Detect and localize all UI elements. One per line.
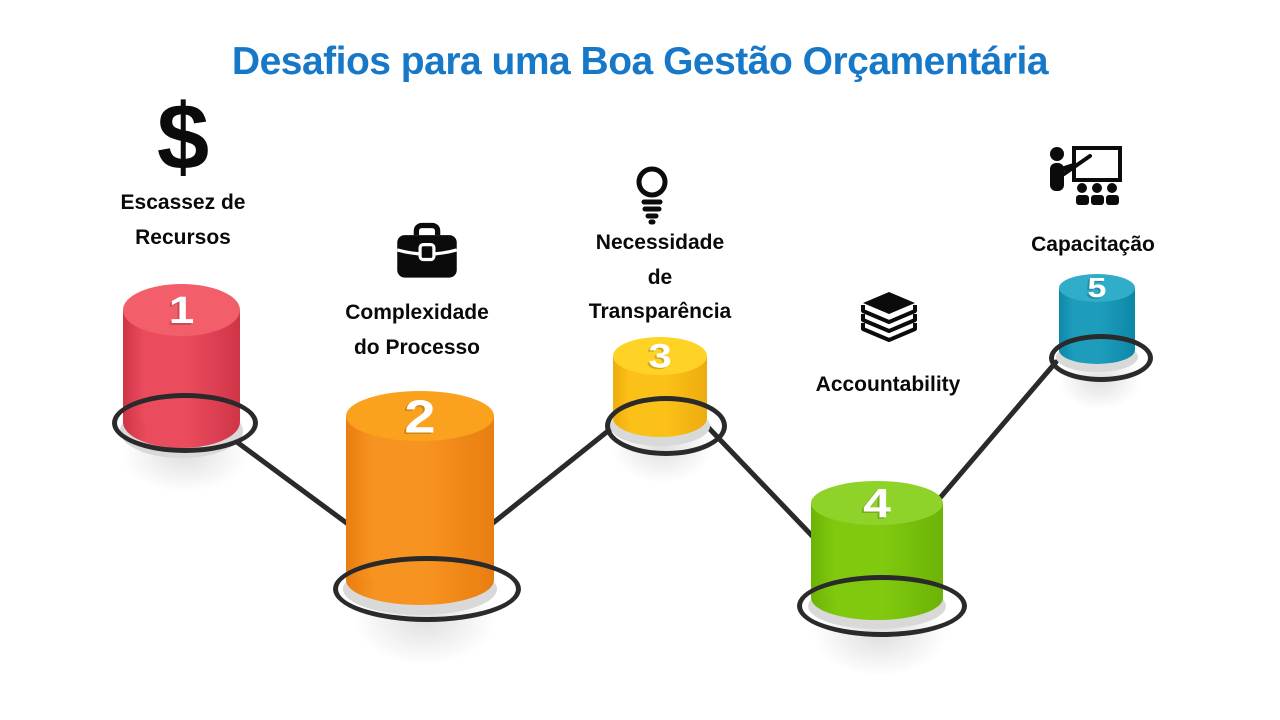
- connector-4-5: [919, 359, 1059, 522]
- briefcase-icon: [393, 220, 461, 282]
- step-3-label: Necessidade de Transparência: [588, 231, 732, 324]
- step-1-label: Escassez de Recursos: [120, 191, 246, 249]
- page-title: Desafios para uma Boa Gestão Orçamentári…: [231, 40, 1049, 83]
- connector-3-4: [701, 420, 821, 545]
- books-icon: [858, 290, 920, 348]
- connector-2-3: [485, 420, 621, 530]
- dollar-icon: $: [156, 84, 210, 189]
- connector-1-2: [223, 431, 355, 530]
- step-4-label: Accountability: [815, 373, 961, 396]
- step-5-label: Capacitação: [1031, 233, 1155, 256]
- step-2-label: Complexidade do Processo: [345, 301, 489, 359]
- lightbulb-icon: [628, 166, 676, 226]
- training-icon: [1046, 146, 1124, 210]
